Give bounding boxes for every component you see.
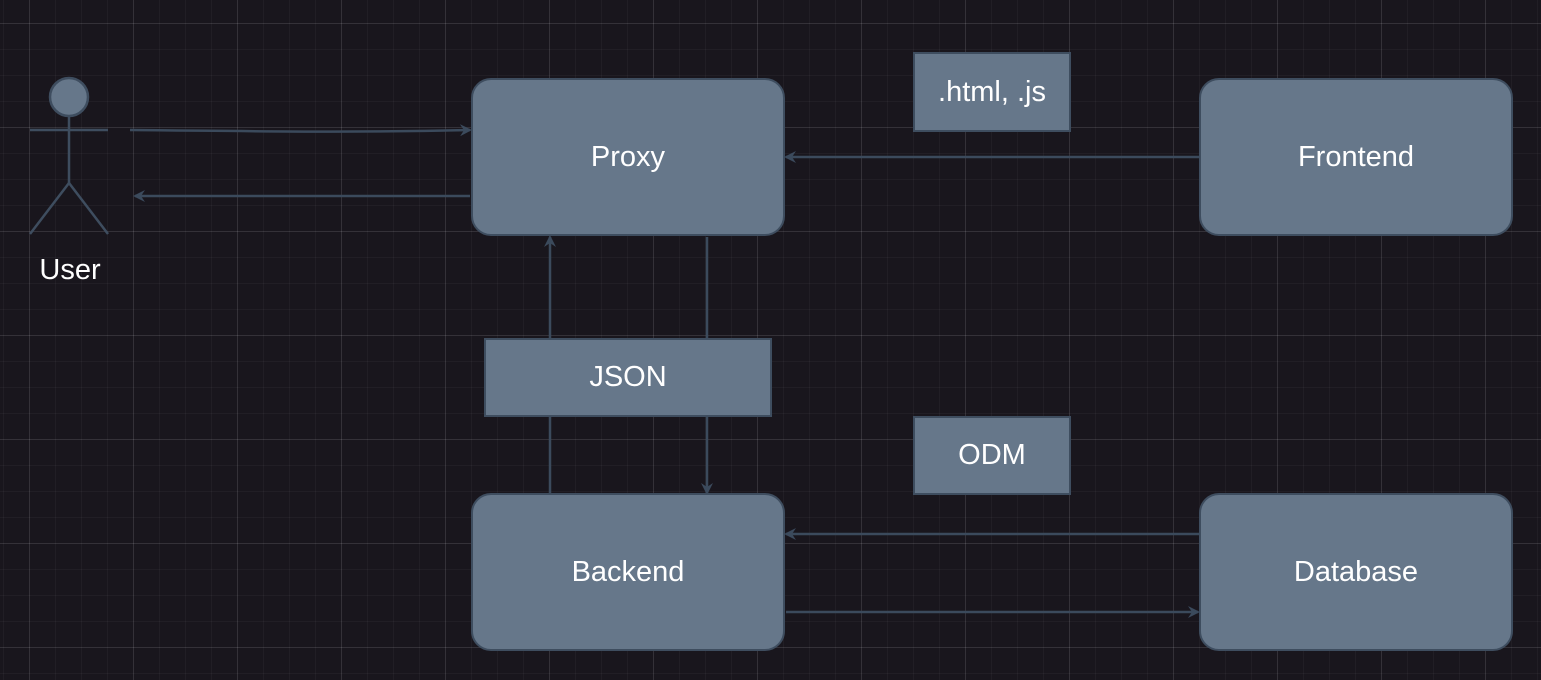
backend-node[interactable]: Backend <box>471 493 785 651</box>
edge-label-json: JSON <box>484 338 772 417</box>
edge-label-html-js: .html, .js <box>913 52 1071 132</box>
user-label: User <box>39 254 101 286</box>
frontend-node[interactable]: Frontend <box>1199 78 1513 236</box>
database-node[interactable]: Database <box>1199 493 1513 651</box>
edge-user-to-proxy[interactable] <box>129 124 472 137</box>
proxy-node[interactable]: Proxy <box>471 78 785 236</box>
user-actor-icon[interactable] <box>29 76 109 235</box>
edge-label-odm: ODM <box>913 416 1071 495</box>
